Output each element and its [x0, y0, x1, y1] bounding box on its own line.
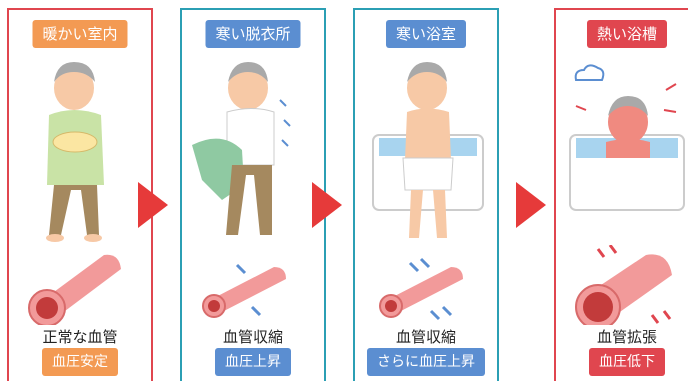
person-towel-illustration	[372, 62, 484, 238]
vessel-label: 血管収縮	[222, 328, 283, 346]
flow-arrow-icon	[312, 182, 342, 228]
normal-vessel-icon	[28, 254, 121, 325]
panel-cold-bathroom: 寒い浴室 血管収縮 さらに血圧上昇	[353, 8, 499, 381]
vessel-label: 正常な血管	[42, 328, 118, 346]
panel-title: 寒い浴室	[385, 20, 467, 48]
panel-title: 寒い脱衣所	[205, 20, 301, 48]
status-badge: 血圧低下	[589, 348, 665, 376]
flow-arrow-icon	[138, 182, 168, 228]
vessel-label: 血管拡張	[596, 328, 657, 346]
person-warm-illustration	[46, 62, 104, 242]
panel-title: 熱い浴槽	[586, 20, 668, 48]
dilated-vessel-icon	[575, 245, 672, 325]
status-badge: さらに血圧上昇	[367, 348, 485, 376]
constricted-vessel-icon	[202, 263, 286, 318]
constricted-vessel-icon	[379, 257, 463, 321]
panel-warm-room: 暖かい室内 正常な血管 血圧安定	[7, 8, 153, 381]
status-badge: 血圧安定	[42, 348, 118, 376]
panel-cold-changing-room: 寒い脱衣所 血管収縮 血圧上昇	[180, 8, 326, 381]
flow-arrow-icon	[516, 182, 546, 228]
status-badge: 血圧上昇	[215, 348, 291, 376]
panel-title: 暖かい室内	[32, 20, 128, 48]
person-shivering-illustration	[192, 62, 291, 235]
vessel-label: 血管収縮	[395, 328, 456, 346]
person-hot-bath-illustration	[569, 64, 685, 211]
panel-hot-bathtub: 熱い浴槽 血管拡張 血圧低下	[554, 8, 688, 381]
